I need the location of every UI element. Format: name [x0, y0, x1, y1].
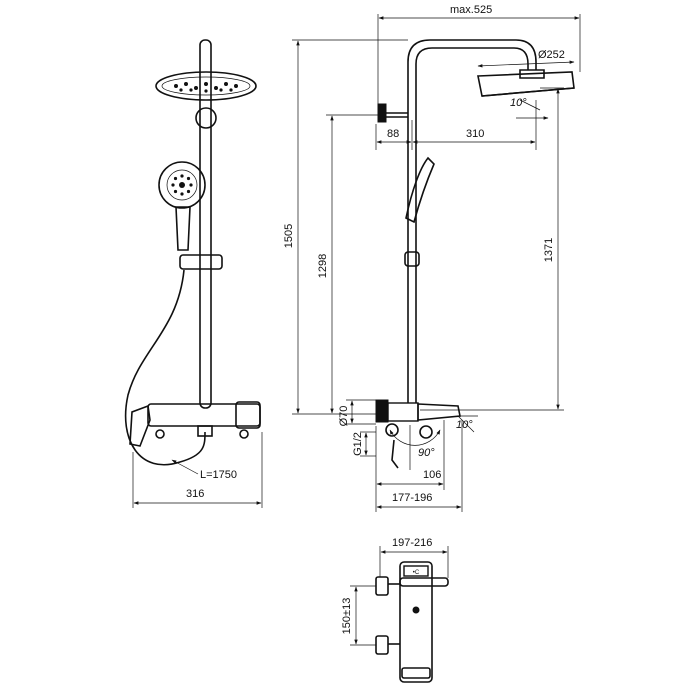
side-wall-bracket	[377, 103, 408, 123]
inlet-spacing-label: 150±13	[341, 598, 353, 635]
front-mixer	[129, 401, 261, 447]
hose-leader	[171, 459, 199, 475]
front-shower-head	[155, 71, 257, 101]
front-hand-shower	[158, 161, 206, 251]
mixer-width-label: 197-216	[392, 537, 432, 549]
front-hose	[124, 269, 206, 466]
arm-length-label: 310	[466, 128, 484, 140]
spout-offset-label: 106	[423, 469, 441, 481]
spout-tilt-label: 10°	[456, 419, 473, 431]
front-wall-bracket	[195, 107, 217, 129]
inlet-head-label: 1371	[543, 238, 555, 262]
front-riser	[199, 39, 212, 409]
side-mixer	[375, 399, 461, 470]
side-hand-shower	[404, 156, 435, 267]
front-width-label: 316	[186, 488, 204, 500]
swing-angle-label: 90°	[418, 447, 435, 459]
max-width-label: max.525	[450, 4, 492, 16]
thread-label: G1/2	[352, 432, 364, 456]
side-shower-head	[477, 69, 575, 97]
mixer-depth-label: 177-196	[392, 492, 432, 504]
side-view: max.525 Ø252 10° 88 310 1505 1298 1371	[283, 4, 581, 512]
total-height-label: 1505	[283, 224, 295, 248]
mixer-front-view: •C 197-216 150±13	[341, 537, 449, 683]
valve-diameter-label: Ø70	[338, 406, 350, 427]
swing-arc	[389, 429, 441, 446]
front-view: L=1750 316	[124, 39, 263, 508]
mixer-body	[399, 561, 433, 683]
svg-text:•C: •C	[413, 570, 420, 576]
side-riser	[407, 39, 537, 408]
head-diameter-label: Ø252	[538, 49, 565, 61]
head-tilt-label: 10°	[510, 97, 527, 109]
arm-offset-label: 88	[387, 128, 399, 140]
front-slider	[179, 254, 223, 270]
inlet-arm-label: 1298	[317, 254, 329, 278]
hose-length-label: L=1750	[200, 469, 237, 481]
